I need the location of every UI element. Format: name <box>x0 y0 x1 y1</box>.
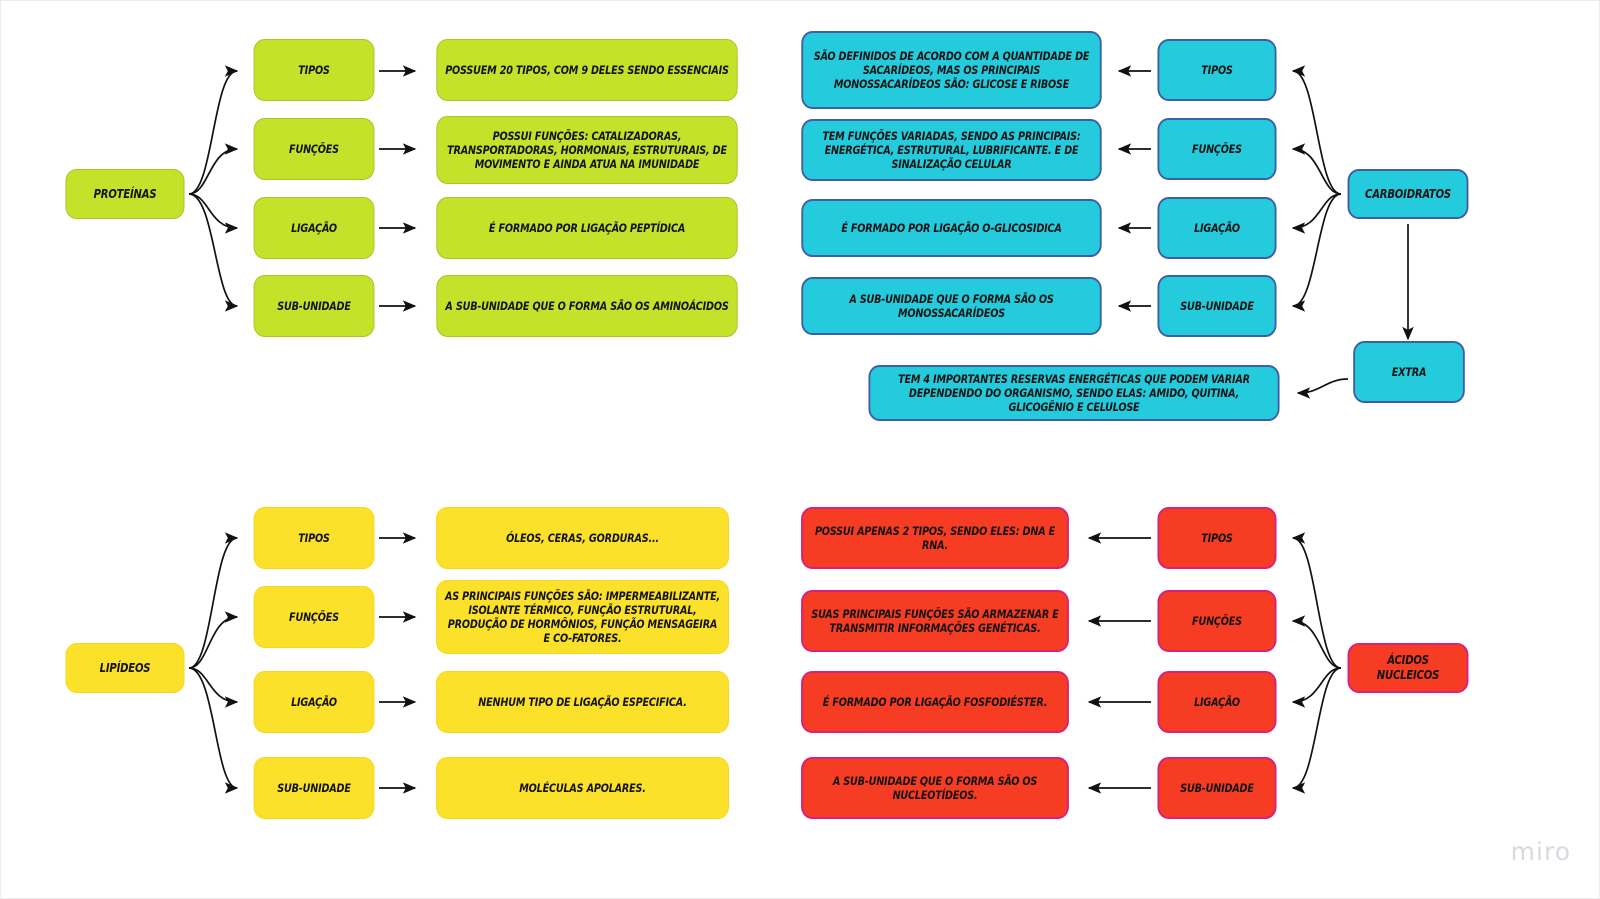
detail-node-proteins-subunidade[interactable]: A SUB-UNIDADE QUE O FORMA SÃO OS AMINOÁC… <box>436 275 738 337</box>
detail-node-carbohydrates-extra[interactable]: TEM 4 IMPORTANTES RESERVAS ENERGÉTICAS Q… <box>868 365 1280 421</box>
detail-text: É FORMADO POR LIGAÇÃO FOSFODIÉSTER. <box>822 694 1048 709</box>
detail-node-carbohydrates-ligacao[interactable]: É FORMADO POR LIGAÇÃO O-GLICOSIDICA <box>801 199 1102 257</box>
category-label: TIPOS <box>298 530 330 545</box>
category-node-proteins-subunidade[interactable]: SUB-UNIDADE <box>253 275 375 337</box>
category-label: LIGAÇÃO <box>1194 694 1240 709</box>
category-label: TIPOS <box>1201 62 1233 77</box>
category-label: LIGAÇÃO <box>291 694 337 709</box>
category-label: FUNÇÕES <box>289 141 339 156</box>
category-label: EXTRA <box>1391 364 1427 379</box>
category-node-carbohydrates-subunidade[interactable]: SUB-UNIDADE <box>1157 275 1277 337</box>
category-label: FUNÇÕES <box>1192 141 1242 156</box>
detail-text: SÃO DEFINIDOS DE ACORDO COM A QUANTIDADE… <box>813 48 1090 91</box>
detail-node-carbohydrates-funcoes[interactable]: TEM FUNÇÕES VARIADAS, SENDO AS PRINCIPAI… <box>801 119 1102 181</box>
category-node-carbohydrates-funcoes[interactable]: FUNÇÕES <box>1157 118 1277 180</box>
detail-text: A SUB-UNIDADE QUE O FORMA SÃO OS NUCLEOT… <box>832 773 1038 802</box>
detail-node-carbohydrates-tipos[interactable]: SÃO DEFINIDOS DE ACORDO COM A QUANTIDADE… <box>801 31 1102 109</box>
detail-node-lipids-funcoes[interactable]: AS PRINCIPAIS FUNÇÕES SÃO: IMPERMEABILIZ… <box>436 580 729 654</box>
category-node-nucleic-acids-ligacao[interactable]: LIGAÇÃO <box>1157 671 1277 733</box>
category-node-lipids-funcoes[interactable]: FUNÇÕES <box>253 586 375 648</box>
detail-text: É FORMADO POR LIGAÇÃO O-GLICOSIDICA <box>841 220 1062 235</box>
detail-text: POSSUEM 20 TIPOS, COM 9 DELES SENDO ESSE… <box>445 62 729 77</box>
root-node-nucleic-acids-label: ÁCIDOS NUCLEICOS <box>1376 653 1440 682</box>
detail-node-proteins-funcoes[interactable]: POSSUI FUNÇÕES: CATALIZADORAS, TRANSPORT… <box>436 116 738 184</box>
root-node-carbohydrates-label: CARBOIDRATOS <box>1365 186 1451 201</box>
detail-node-lipids-tipos[interactable]: ÓLEOS, CERAS, GORDURAS... <box>436 507 729 569</box>
detail-node-nucleic-acids-funcoes[interactable]: SUAS PRINCIPAIS FUNÇÕES SÃO ARMAZENAR E … <box>801 590 1069 652</box>
detail-text: SUAS PRINCIPAIS FUNÇÕES SÃO ARMAZENAR E … <box>811 606 1059 635</box>
detail-node-nucleic-acids-tipos[interactable]: POSSUI APENAS 2 TIPOS, SENDO ELES: DNA E… <box>801 507 1069 569</box>
category-node-carbohydrates-tipos[interactable]: TIPOS <box>1157 39 1277 101</box>
detail-node-proteins-tipos[interactable]: POSSUEM 20 TIPOS, COM 9 DELES SENDO ESSE… <box>436 39 738 101</box>
category-label: SUB-UNIDADE <box>277 298 351 313</box>
category-label: SUB-UNIDADE <box>277 780 351 795</box>
category-node-proteins-ligacao[interactable]: LIGAÇÃO <box>253 197 375 259</box>
root-node-lipids[interactable]: LIPÍDEOS <box>65 643 185 693</box>
detail-text: POSSUI APENAS 2 TIPOS, SENDO ELES: DNA E… <box>814 523 1056 552</box>
detail-node-nucleic-acids-ligacao[interactable]: É FORMADO POR LIGAÇÃO FOSFODIÉSTER. <box>801 671 1069 733</box>
category-node-nucleic-acids-subunidade[interactable]: SUB-UNIDADE <box>1157 757 1277 819</box>
detail-text: ÓLEOS, CERAS, GORDURAS... <box>506 530 659 545</box>
category-node-nucleic-acids-funcoes[interactable]: FUNÇÕES <box>1157 590 1277 652</box>
category-label: TIPOS <box>298 62 330 77</box>
category-label: SUB-UNIDADE <box>1180 780 1254 795</box>
root-node-proteins-label: PROTEÍNAS <box>93 186 157 201</box>
detail-node-lipids-ligacao[interactable]: NENHUM TIPO DE LIGAÇÃO ESPECIFICA. <box>436 671 729 733</box>
category-node-proteins-funcoes[interactable]: FUNÇÕES <box>253 118 375 180</box>
root-node-proteins[interactable]: PROTEÍNAS <box>65 169 185 219</box>
detail-node-proteins-ligacao[interactable]: É FORMADO POR LIGAÇÃO PEPTÍDICA <box>436 197 738 259</box>
miro-watermark: miro <box>1510 837 1571 866</box>
detail-text: A SUB-UNIDADE QUE O FORMA SÃO OS AMINOÁC… <box>445 298 729 313</box>
detail-text: NENHUM TIPO DE LIGAÇÃO ESPECIFICA. <box>478 694 687 709</box>
category-node-proteins-tipos[interactable]: TIPOS <box>253 39 375 101</box>
category-label: FUNÇÕES <box>289 609 339 624</box>
detail-node-nucleic-acids-subunidade[interactable]: A SUB-UNIDADE QUE O FORMA SÃO OS NUCLEOT… <box>801 757 1069 819</box>
category-label: FUNÇÕES <box>1192 613 1242 628</box>
category-label: LIGAÇÃO <box>1194 220 1240 235</box>
detail-text: POSSUI FUNÇÕES: CATALIZADORAS, TRANSPORT… <box>447 128 727 171</box>
detail-text: MOLÉCULAS APOLARES. <box>519 780 646 795</box>
root-node-carbohydrates[interactable]: CARBOIDRATOS <box>1347 169 1469 219</box>
detail-text: A SUB-UNIDADE QUE O FORMA SÃO OS MONOSSA… <box>849 291 1054 320</box>
detail-node-lipids-subunidade[interactable]: MOLÉCULAS APOLARES. <box>436 757 729 819</box>
category-node-carbohydrates-ligacao[interactable]: LIGAÇÃO <box>1157 197 1277 259</box>
detail-text: TEM 4 IMPORTANTES RESERVAS ENERGÉTICAS Q… <box>898 371 1250 414</box>
detail-text: TEM FUNÇÕES VARIADAS, SENDO AS PRINCIPAI… <box>822 128 1081 171</box>
detail-text: É FORMADO POR LIGAÇÃO PEPTÍDICA <box>488 220 686 235</box>
category-node-lipids-tipos[interactable]: TIPOS <box>253 507 375 569</box>
category-label: TIPOS <box>1201 530 1233 545</box>
category-label: SUB-UNIDADE <box>1180 298 1254 313</box>
category-label: LIGAÇÃO <box>291 220 337 235</box>
category-node-lipids-ligacao[interactable]: LIGAÇÃO <box>253 671 375 733</box>
detail-text: AS PRINCIPAIS FUNÇÕES SÃO: IMPERMEABILIZ… <box>444 588 721 646</box>
category-node-lipids-subunidade[interactable]: SUB-UNIDADE <box>253 757 375 819</box>
category-node-nucleic-acids-tipos[interactable]: TIPOS <box>1157 507 1277 569</box>
category-node-carbohydrates-extra[interactable]: EXTRA <box>1353 341 1465 403</box>
root-node-nucleic-acids[interactable]: ÁCIDOS NUCLEICOS <box>1347 643 1469 693</box>
root-node-lipids-label: LIPÍDEOS <box>99 660 151 675</box>
detail-node-carbohydrates-subunidade[interactable]: A SUB-UNIDADE QUE O FORMA SÃO OS MONOSSA… <box>801 277 1102 335</box>
